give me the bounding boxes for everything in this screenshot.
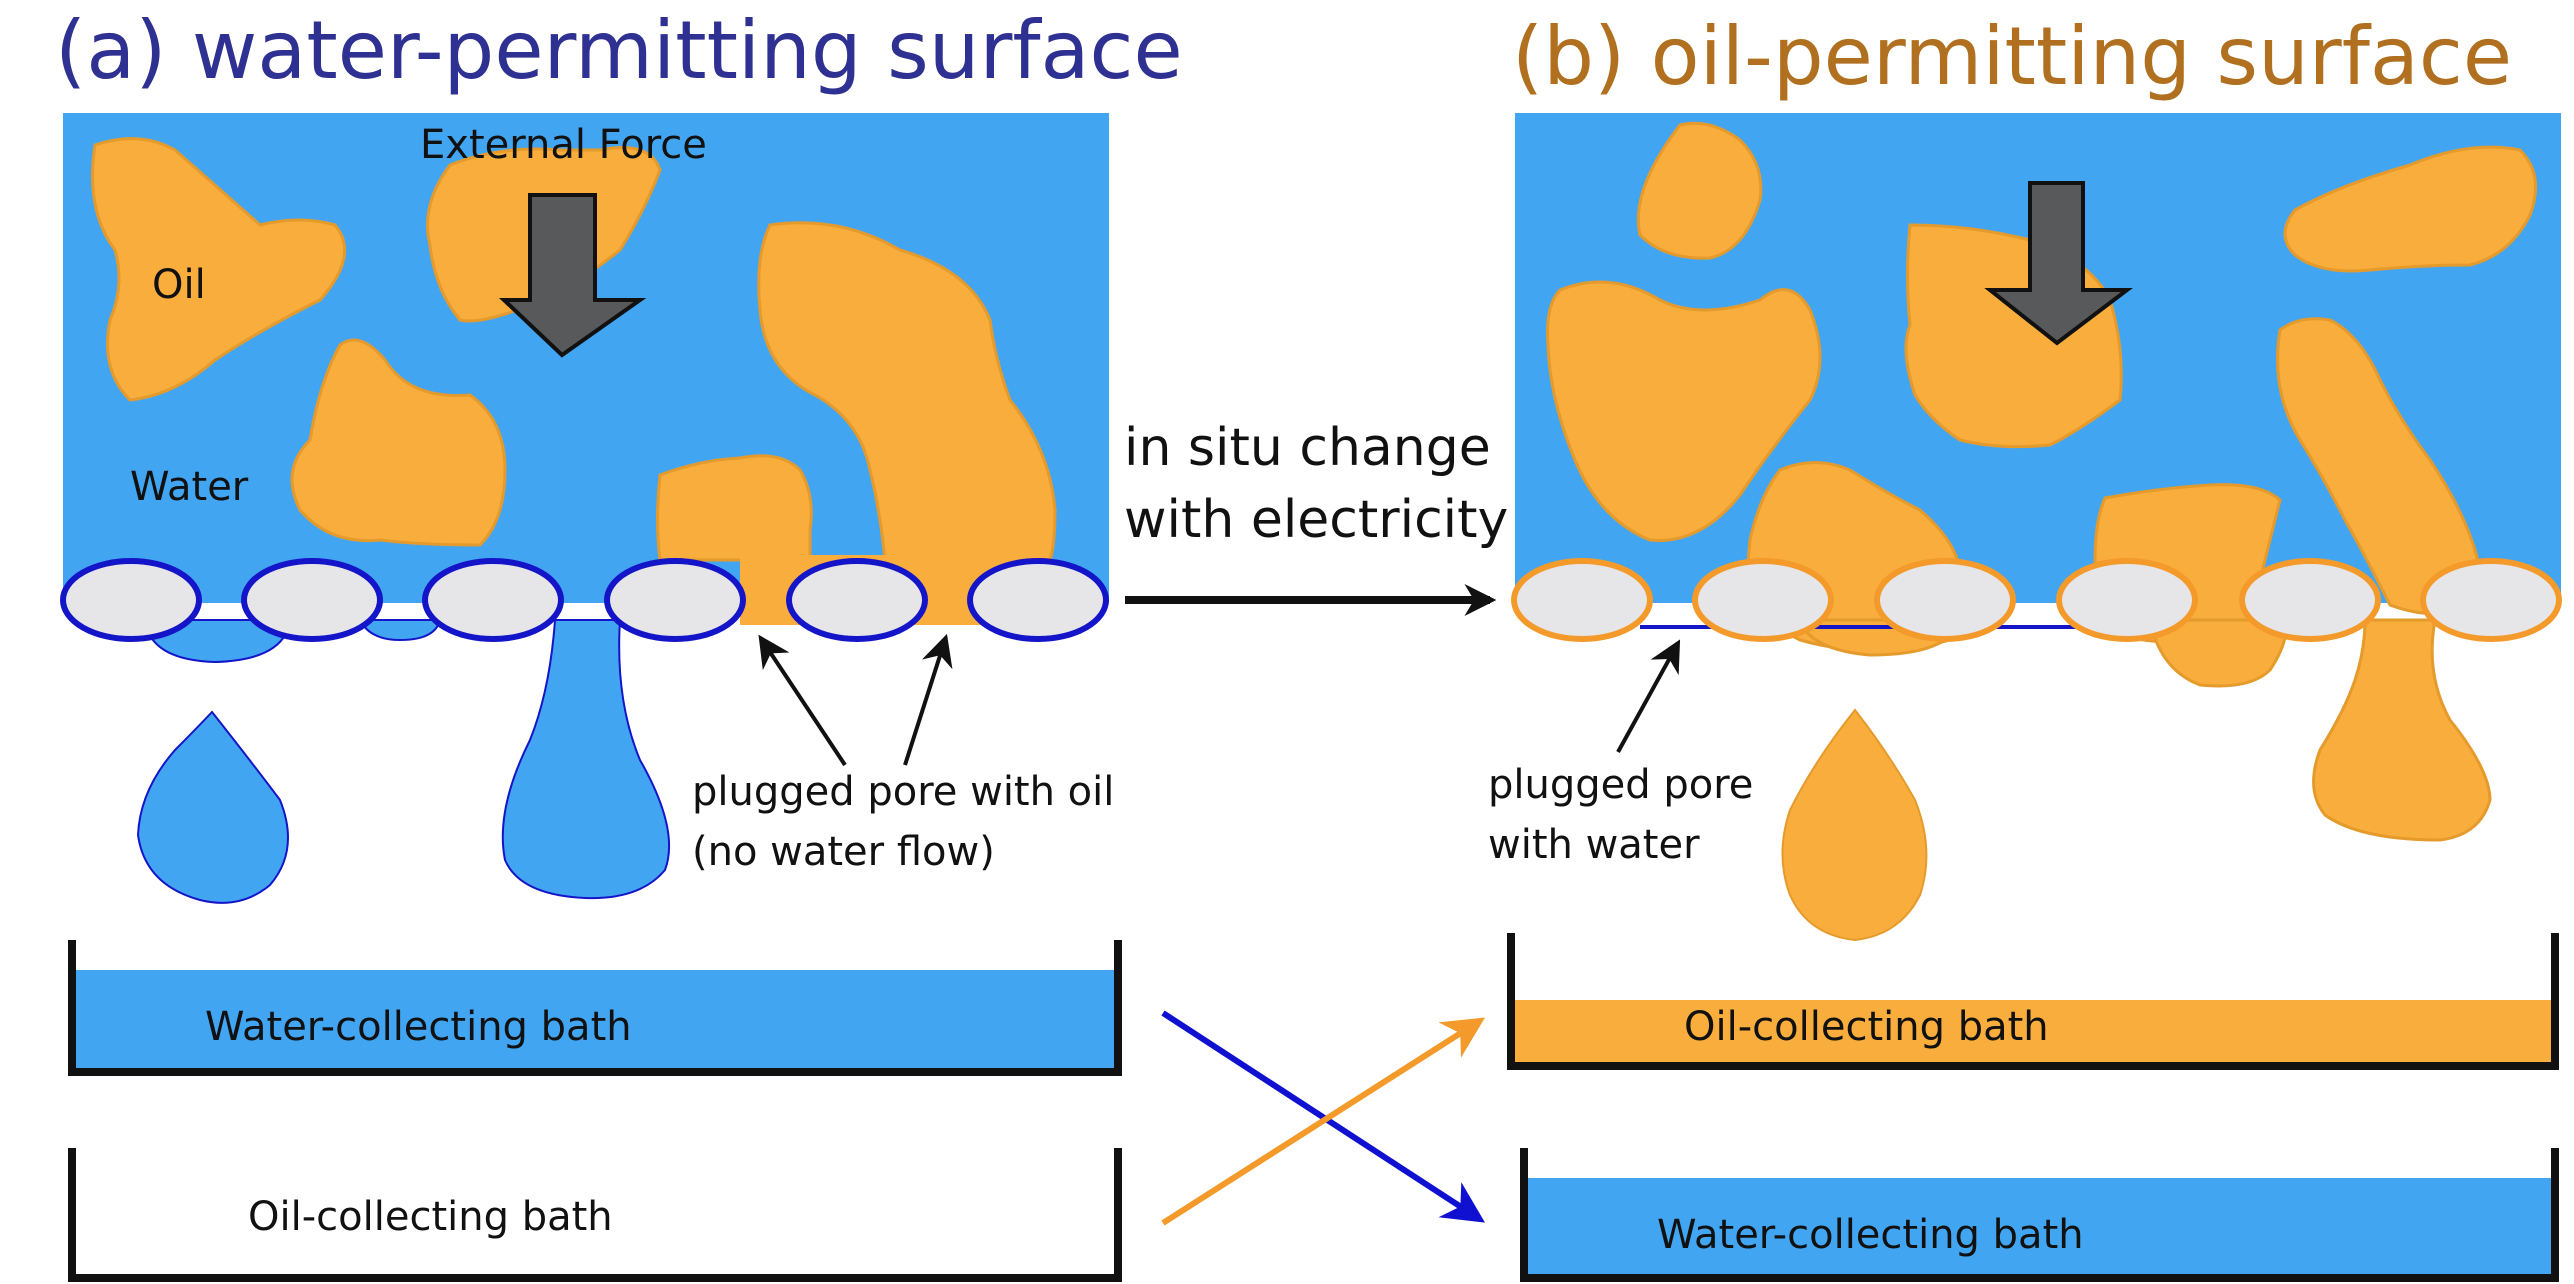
panel-a-annotation-line1: plugged pore with oil [692, 769, 1114, 815]
panel-a-oil-blob-4 [757, 221, 1057, 562]
panel-b-oil-stream-1 [2148, 618, 2288, 688]
panel-a-oil-blob-5 [656, 454, 813, 562]
panel-a-oil-bath-label: Oil-collecting bath [248, 1194, 613, 1240]
transition-line2: with electricity [1124, 490, 1508, 550]
panel-a: (a) water-permitting surface External Fo… [55, 4, 1183, 1282]
oil-label: Oil [152, 262, 206, 308]
panel-a-oil-blob-3 [290, 338, 507, 547]
panel-b-oil-bath-label: Oil-collecting bath [1684, 1004, 2049, 1050]
cross-arrow-orange [1161, 1017, 1486, 1226]
panel-a-water-stream [501, 619, 671, 900]
panel-b: (b) oil-permitting surface plugged po [1488, 10, 2562, 1282]
panel-a-drip-ledge-2 [358, 619, 442, 642]
panel-b-pores [1511, 558, 2562, 642]
panel-a-pores [60, 558, 1109, 642]
transition: in situ change with electricity [1124, 418, 1508, 1226]
annotation-arrow-a1 [758, 634, 847, 767]
panel-b-oil-blob-2 [1546, 280, 1822, 542]
panel-a-water-drop [136, 710, 289, 904]
panel-a-water-bath-fill [72, 970, 1118, 1070]
pore [1874, 558, 2016, 642]
panel-b-oil-stream-2 [2312, 618, 2492, 842]
panel-a-oil-blob-1 [91, 137, 347, 402]
pore [2239, 558, 2381, 642]
annotation-arrow-b [1616, 639, 1681, 753]
panel-b-water-bath [1520, 1148, 2559, 1282]
panel-b-oil-bath-fill [1511, 1000, 2555, 1065]
pore [1692, 558, 1834, 642]
panel-a-oil-bath [68, 1148, 1122, 1282]
panel-a-water-bath-label: Water-collecting bath [205, 1004, 632, 1050]
pore [422, 558, 564, 642]
panel-a-title: (a) water-permitting surface [55, 4, 1183, 97]
panel-b-annotation-line1: plugged pore [1488, 762, 1753, 808]
pore [60, 558, 202, 642]
pore [241, 558, 383, 642]
force-arrow-a [498, 193, 647, 358]
annotation-arrow-a2 [903, 633, 953, 766]
panel-b-water-bath-fill [1524, 1178, 2554, 1278]
pore [604, 558, 746, 642]
panel-b-annotation-line2: with water [1488, 822, 1700, 868]
pore [2420, 558, 2562, 642]
panel-b-oil-bath [1507, 933, 2559, 1070]
panel-b-water-bath-label: Water-collecting bath [1657, 1212, 2084, 1258]
panel-b-oil-drop [1781, 708, 1928, 942]
pore [786, 558, 928, 642]
force-arrow-b [1984, 181, 2133, 346]
pore [2056, 558, 2198, 642]
panel-b-oil-blob-1 [1636, 121, 1763, 260]
panel-b-oil-blob-4 [2283, 145, 2538, 273]
transition-line1: in situ change [1124, 418, 1491, 478]
panel-a-water-bath [68, 940, 1122, 1076]
panel-b-title: (b) oil-permitting surface [1512, 10, 2512, 103]
water-label: Water [130, 464, 249, 510]
external-force-label: External Force [420, 122, 707, 168]
pore [967, 558, 1109, 642]
pore [1511, 558, 1653, 642]
panel-a-annotation-line2: (no water flow) [692, 829, 995, 875]
cross-arrow-blue [1161, 1010, 1486, 1223]
